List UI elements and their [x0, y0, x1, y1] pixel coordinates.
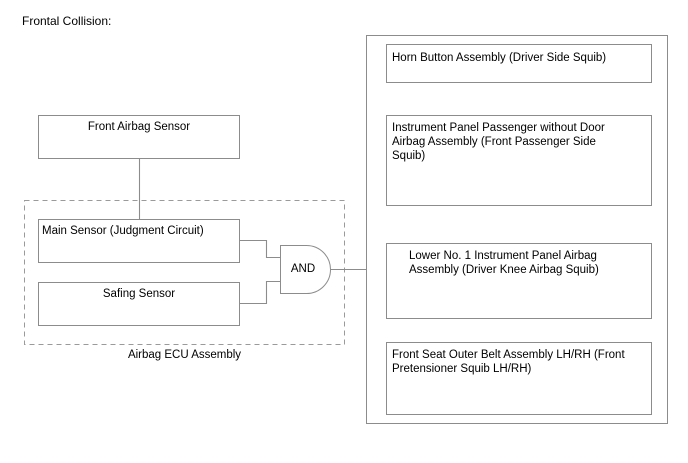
front-airbag-sensor-box	[38, 115, 240, 159]
main-sensor-box	[38, 219, 240, 263]
output-label-4: Front Seat Outer Belt Assembly LH/RH (Fr…	[392, 349, 628, 375]
output-label-1: Horn Button Assembly (Driver Side Squib)	[392, 52, 607, 64]
output-box-2	[386, 115, 652, 206]
safing-sensor-box	[38, 282, 240, 326]
main-sensor-label: Main Sensor (Judgment Circuit)	[42, 225, 204, 237]
wire-safing-to-gate	[239, 280, 281, 305]
output-label-2: Instrument Panel Passenger without Door …	[392, 122, 608, 162]
output-box-1	[386, 44, 652, 83]
front-airbag-sensor-label: Front Airbag Sensor	[87, 121, 191, 133]
page-title: Frontal Collision:	[22, 14, 112, 28]
output-box-4	[386, 342, 652, 415]
outputs-container	[366, 35, 668, 424]
and-gate-shape	[280, 245, 331, 294]
wire-main-to-gate	[239, 239, 281, 259]
output-label-3: Lower No. 1 Instrument Panel Airbag Asse…	[409, 250, 600, 276]
safing-sensor-label: Safing Sensor	[102, 288, 176, 300]
airbag-ecu-caption: Airbag ECU Assembly	[127, 349, 242, 361]
airbag-ecu-boundary	[24, 200, 345, 345]
and-gate-label: AND	[290, 263, 316, 275]
output-box-3	[386, 243, 652, 319]
